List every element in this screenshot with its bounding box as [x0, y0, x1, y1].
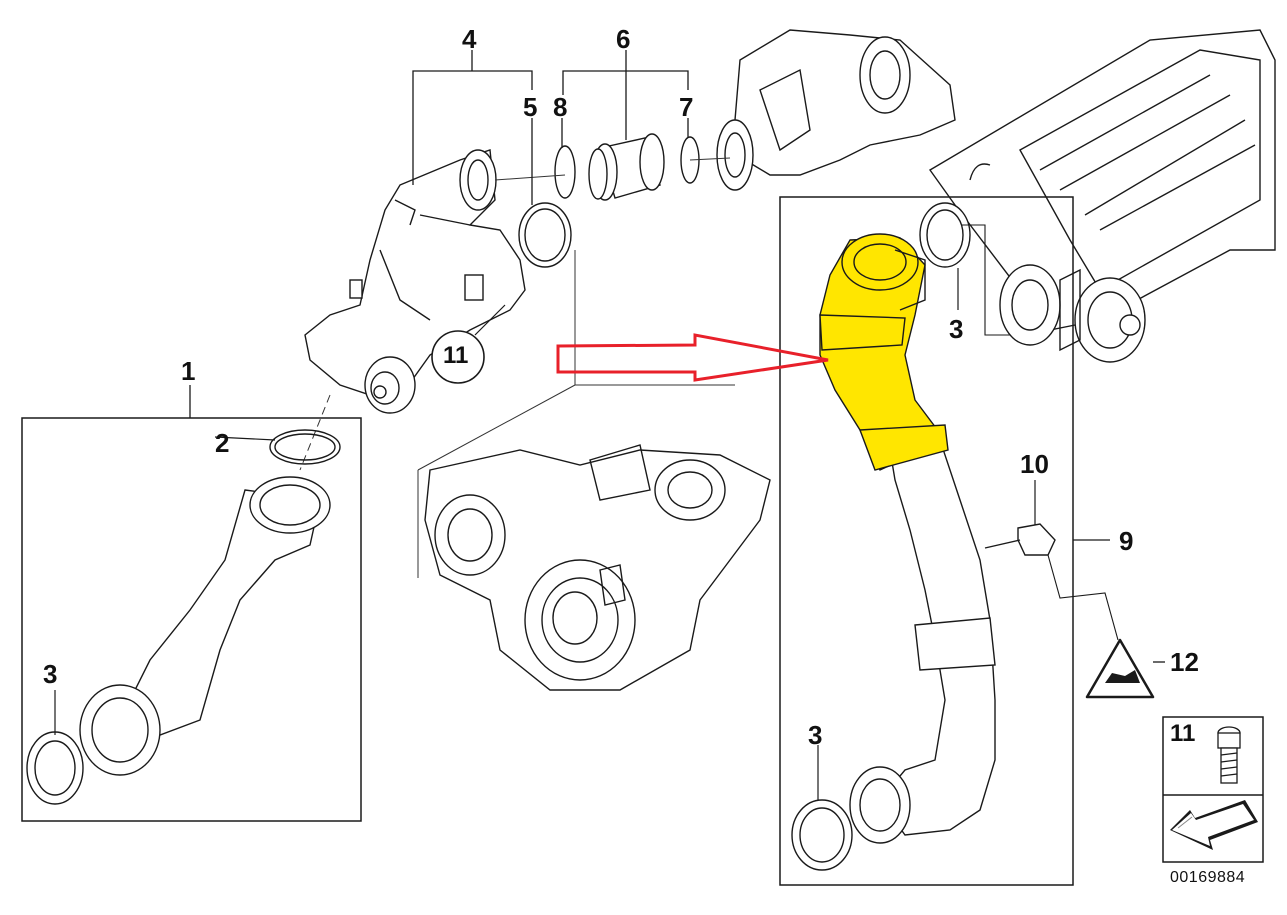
pressure-sensor-10	[984, 480, 1119, 641]
callout-5: 5	[523, 92, 538, 122]
drawing-code: 00169884	[1170, 869, 1246, 886]
intake-manifold-drawing	[928, 29, 1276, 363]
callout-11-bolt: 11	[443, 342, 469, 369]
highlight-arrow	[556, 333, 829, 382]
callout-11-inset: 11	[1170, 720, 1196, 747]
callout-6: 6	[616, 24, 631, 54]
callout-9: 9	[1119, 526, 1134, 556]
highlighted-hose-section	[819, 233, 949, 471]
right-parts-box	[779, 196, 1110, 886]
callout-4: 4	[462, 24, 477, 54]
callout-leaders	[412, 50, 689, 205]
bolt-11-icon	[1217, 726, 1241, 784]
callout-7: 7	[679, 92, 694, 122]
charge-air-hose-9-drawing	[791, 439, 996, 871]
callout-10: 10	[1020, 449, 1049, 479]
callout-12: 12	[1170, 647, 1199, 677]
callout-8: 8	[553, 92, 568, 122]
guide-lines	[299, 157, 735, 578]
charge-air-hose-lower-left	[26, 429, 341, 805]
left-parts-box	[21, 385, 362, 822]
bolt-inset-box	[1162, 716, 1264, 863]
seal-3-upper-right	[919, 202, 1010, 336]
turbocharger-drawing	[424, 444, 771, 691]
bolt-11-callout-circle	[431, 304, 506, 384]
callout-3-left: 3	[43, 659, 58, 689]
connector-pipe-drawing	[554, 133, 700, 201]
callout-2: 2	[215, 428, 230, 458]
callout-1: 1	[181, 356, 196, 386]
direction-arrow-icon	[1170, 800, 1258, 850]
callout-3-lower-right: 3	[808, 720, 823, 750]
charge-air-duct-upper-drawing	[304, 149, 572, 414]
warning-triangle-12	[1085, 638, 1165, 699]
throttle-housing-drawing	[716, 29, 956, 191]
callout-3-upper-right: 3	[949, 314, 964, 344]
